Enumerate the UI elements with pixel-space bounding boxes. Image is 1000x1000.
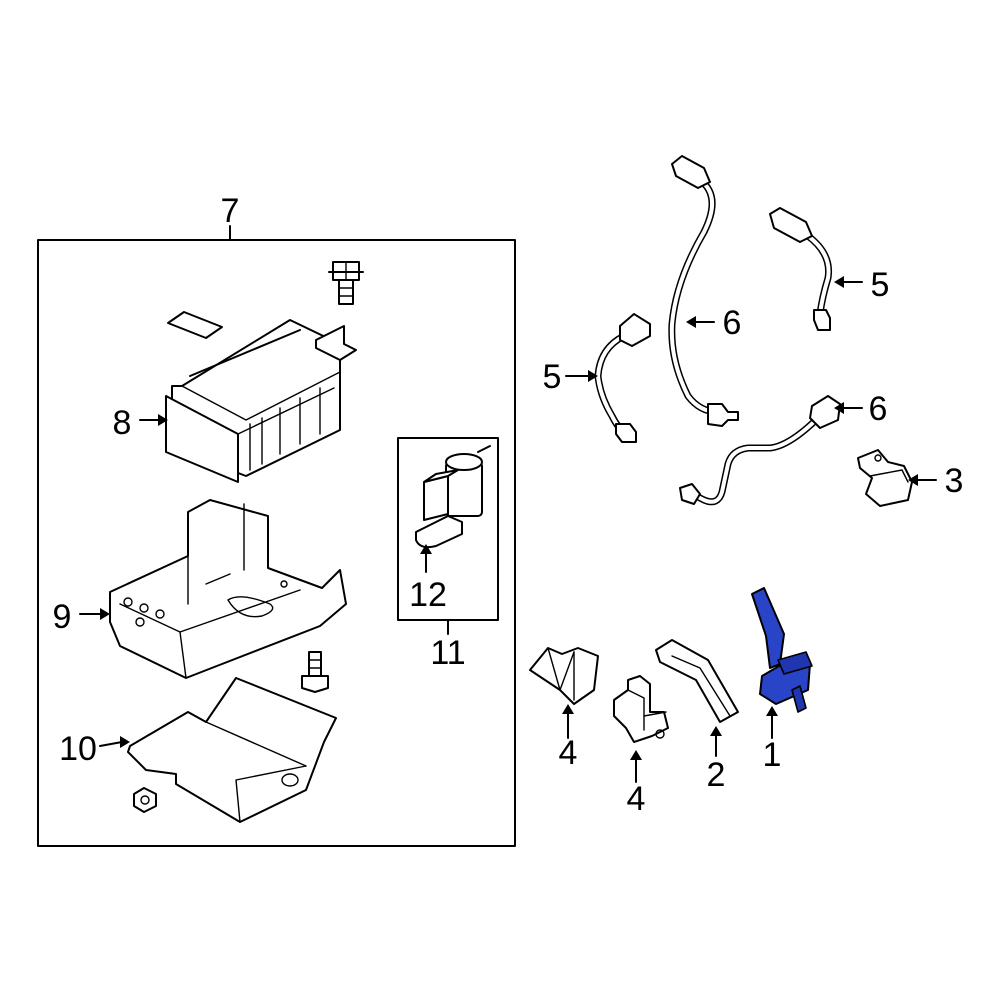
callout-9: 9 [53,598,72,636]
callout-8: 8 [113,404,132,442]
valve-12[interactable] [415,445,491,549]
label-plate [167,311,223,339]
sensor-5-upper[interactable] [769,207,833,331]
solenoid-1-highlighted[interactable] [751,587,813,713]
leader-lines [79,276,937,783]
bracket-4-lower[interactable] [613,675,669,743]
tray-9[interactable] [109,499,347,679]
group-box-11 [397,437,499,635]
bracket-4-left[interactable] [529,647,599,705]
callout-3: 3 [945,462,964,500]
callout-2: 2 [707,756,726,794]
bracket-2[interactable] [655,639,739,723]
callout-7: 7 [221,192,240,230]
canister-8[interactable] [165,319,357,483]
sensor-5-lower[interactable] [594,313,651,443]
callout-5-left: 5 [543,358,562,396]
group-box-7 [37,225,516,847]
callout-6-upper: 6 [723,304,742,342]
callout-4-lower: 4 [627,780,646,818]
callout-5-right: 5 [871,266,890,304]
callout-4-left: 4 [559,734,578,772]
callout-labels: 7 8 9 10 11 12 5 6 5 6 3 4 4 2 1 [53,192,964,818]
callout-11: 11 [430,634,465,672]
callout-1: 1 [763,736,782,774]
bolt-top[interactable] [328,261,364,305]
callout-12: 12 [409,576,447,614]
bolt-middle[interactable] [301,651,329,693]
shield-10[interactable] [127,677,337,823]
nut[interactable] [133,787,157,813]
callout-10: 10 [59,730,97,768]
bracket-3[interactable] [857,449,913,507]
callout-6-lower: 6 [869,390,888,428]
sensor-6-upper[interactable] [668,155,739,427]
sensor-6-lower[interactable] [679,395,841,506]
